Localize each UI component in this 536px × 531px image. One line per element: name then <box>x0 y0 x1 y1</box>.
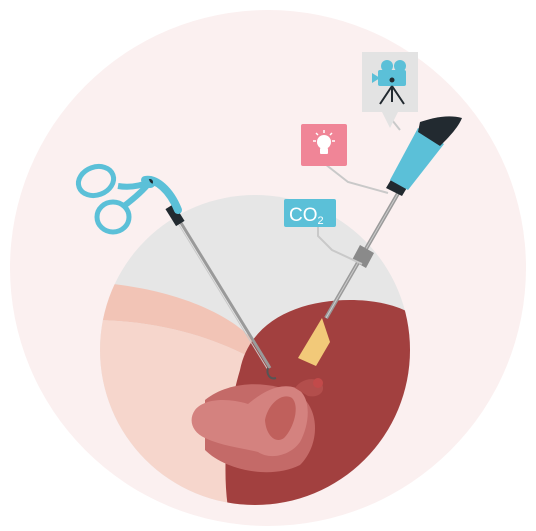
co2-subscript-text: 2 <box>318 215 324 227</box>
light-callout <box>301 124 347 166</box>
co2-label: CO2 <box>284 199 336 227</box>
co2-main-text: CO <box>289 205 318 226</box>
